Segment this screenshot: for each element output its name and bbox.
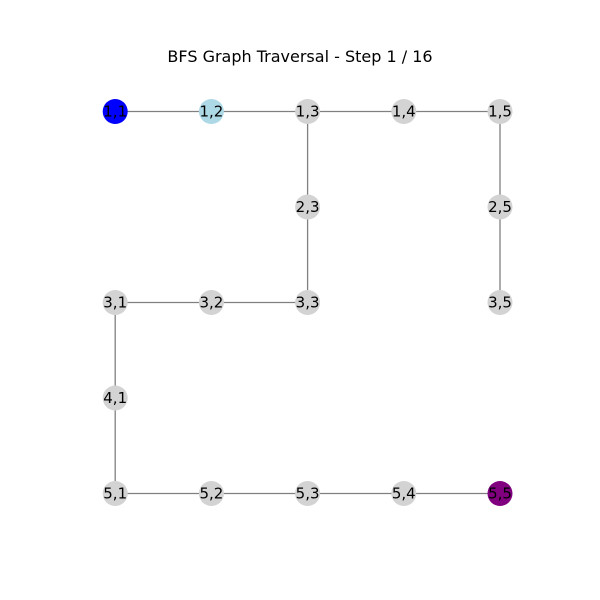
- graph-node: 5,3: [295, 481, 321, 506]
- graph-node: 5,2: [198, 481, 224, 506]
- node-label: 2,3: [296, 198, 320, 216]
- node-label: 1,5: [488, 103, 512, 121]
- node-circle-unvisited: [295, 99, 321, 124]
- node-label: 2,5: [488, 198, 512, 216]
- node-circle-current: [102, 99, 128, 124]
- node-label: 3,5: [488, 294, 512, 312]
- nodes-layer: 1,1 1,2 1,3 1,4 1,5 2,3 2,5 3,1 3,2 3,3 3,5 4,1 5,1 5…: [102, 99, 513, 506]
- edges-layer: [114, 110, 501, 495]
- graph-node: 1,4: [391, 99, 417, 124]
- node-circle-unvisited: [198, 290, 224, 315]
- graph-node: 2,3: [295, 194, 321, 220]
- graph-node: 3,5: [487, 290, 513, 315]
- node-circle-unvisited: [295, 290, 321, 315]
- graph-node: 3,3: [295, 290, 321, 315]
- node-label: 1,1: [103, 103, 127, 121]
- graph-node: 5,4: [391, 481, 417, 506]
- node-circle-unvisited: [391, 99, 417, 124]
- node-label: 4,1: [103, 389, 127, 407]
- node-label: 5,1: [103, 485, 127, 503]
- node-circle-unvisited: [487, 290, 513, 315]
- node-label: 3,1: [103, 294, 127, 312]
- node-label: 3,3: [296, 294, 320, 312]
- graph-node: 1,1: [102, 99, 128, 124]
- node-circle-unvisited: [295, 481, 321, 506]
- node-label: 5,5: [488, 485, 512, 503]
- node-circle-goal: [487, 481, 513, 506]
- node-label: 1,3: [296, 103, 320, 121]
- diagram-title: BFS Graph Traversal - Step 1 / 16: [167, 47, 433, 66]
- graph-node: 5,5: [487, 481, 513, 506]
- graph-node: 5,1: [102, 481, 128, 506]
- node-circle-frontier: [198, 99, 224, 124]
- node-label: 5,3: [296, 485, 320, 503]
- node-label: 1,2: [199, 103, 223, 121]
- node-circle-unvisited: [102, 290, 128, 315]
- graph-node: 3,2: [198, 290, 224, 315]
- graph-node: 2,5: [487, 194, 513, 220]
- graph-node: 3,1: [102, 290, 128, 315]
- node-label: 5,4: [392, 485, 416, 503]
- graph-node: 1,2: [198, 99, 224, 124]
- node-circle-unvisited: [391, 481, 417, 506]
- node-circle-unvisited: [487, 99, 513, 124]
- node-circle-unvisited: [102, 481, 128, 506]
- node-circle-unvisited: [295, 194, 321, 220]
- graph-node: 4,1: [102, 385, 128, 411]
- node-label: 3,2: [199, 294, 223, 312]
- graph-node: 1,5: [487, 99, 513, 124]
- node-label: 5,2: [199, 485, 223, 503]
- graph-node: 1,3: [295, 99, 321, 124]
- node-label: 1,4: [392, 103, 416, 121]
- node-circle-unvisited: [102, 385, 128, 411]
- node-circle-unvisited: [487, 194, 513, 220]
- node-circle-unvisited: [198, 481, 224, 506]
